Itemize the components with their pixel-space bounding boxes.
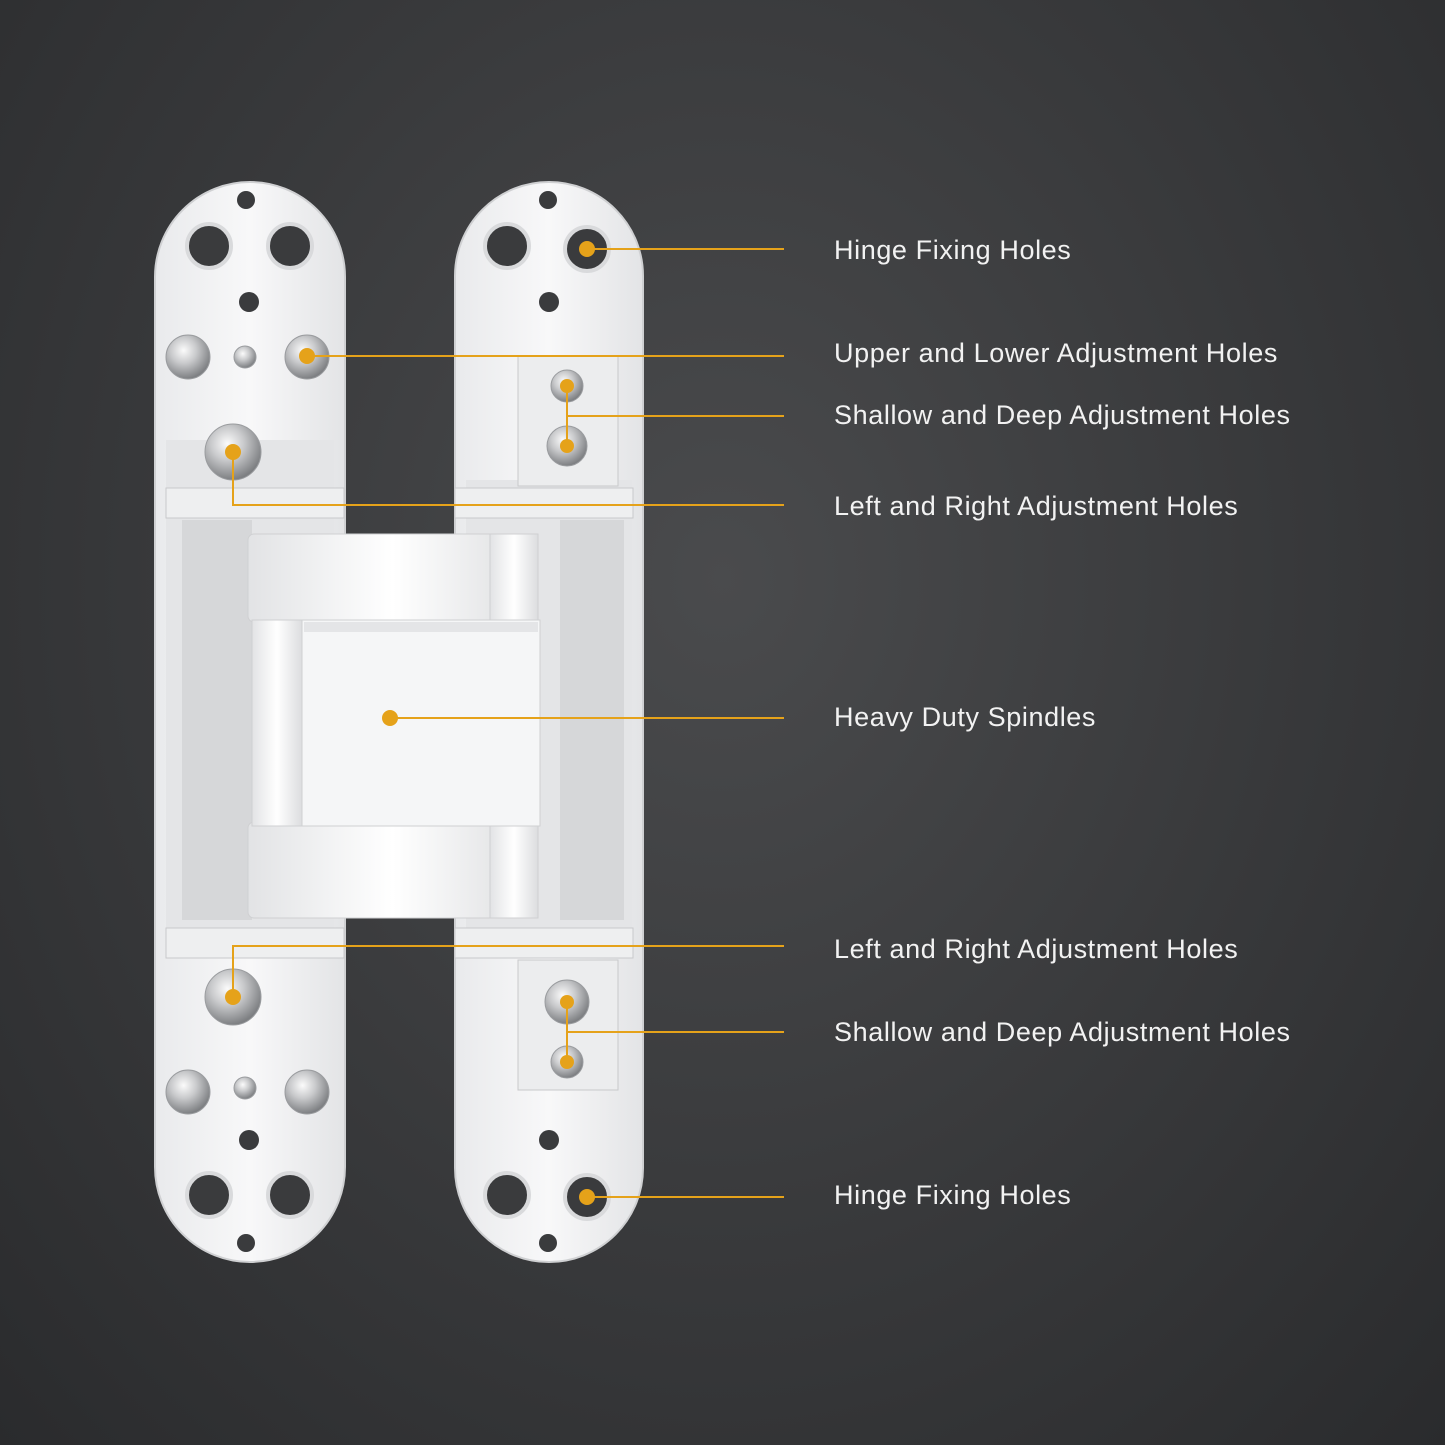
label-shallow-deep-bottom: Shallow and Deep Adjustment Holes [834, 1017, 1291, 1047]
dot-shallow-deep-bottom-1 [560, 995, 574, 1009]
callout-dots [225, 241, 595, 1205]
dot-spindles [382, 710, 398, 726]
dot-upper-lower [299, 348, 315, 364]
label-left-right-top: Left and Right Adjustment Holes [834, 491, 1239, 521]
dot-shallow-deep-top-2 [560, 439, 574, 453]
dot-left-right-bottom [225, 989, 241, 1005]
label-left-right-bottom: Left and Right Adjustment Holes [834, 934, 1239, 964]
dot-hinge-fixing-bottom [579, 1189, 595, 1205]
label-hinge-fixing-bottom: Hinge Fixing Holes [834, 1180, 1072, 1210]
leader-shallow-deep-top [566, 386, 784, 446]
leader-left-right-top [232, 452, 784, 506]
dot-shallow-deep-top-1 [560, 379, 574, 393]
dot-shallow-deep-bottom-2 [560, 1055, 574, 1069]
label-shallow-deep-top: Shallow and Deep Adjustment Holes [834, 400, 1291, 430]
spindle-body [247, 533, 541, 919]
dot-hinge-fixing-top [579, 241, 595, 257]
dot-left-right-top [225, 444, 241, 460]
leader-shallow-deep-bottom [566, 1002, 784, 1062]
label-upper-lower-adjustment: Upper and Lower Adjustment Holes [834, 338, 1278, 368]
callout-leaders [232, 248, 784, 1198]
leader-left-right-bottom [232, 945, 784, 997]
label-heavy-duty-spindles: Heavy Duty Spindles [834, 702, 1097, 732]
label-hinge-fixing-top: Hinge Fixing Holes [834, 235, 1072, 265]
